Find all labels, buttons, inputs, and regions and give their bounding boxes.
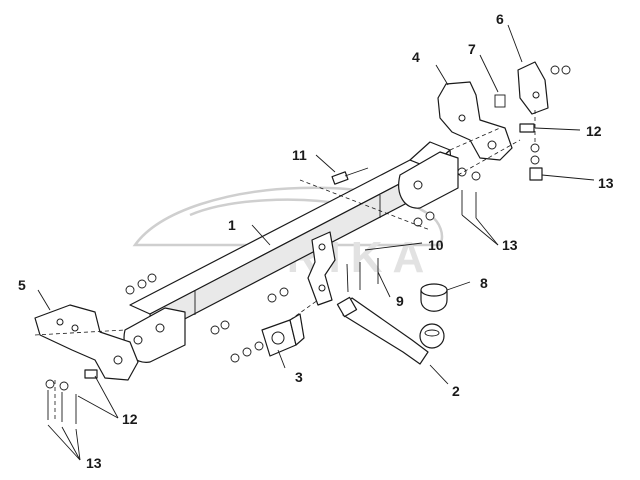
callout-1: 1: [228, 217, 236, 233]
callout-11: 11: [292, 147, 307, 163]
bolt-12-left: [84, 369, 98, 379]
callout-9: 9: [396, 293, 404, 309]
socket-plate: [307, 231, 336, 306]
callout-6: 6: [496, 11, 504, 27]
bolt-13-right: [529, 167, 543, 181]
left-bracket-plate: [123, 307, 186, 363]
tow-ball-cap: [420, 283, 448, 312]
leader-lines: [37, 24, 595, 461]
right-beam-bracket: [398, 151, 459, 209]
left-beam-bracket: [123, 307, 186, 363]
callout-8: 8: [480, 275, 488, 291]
right-upper-bracket: [517, 61, 549, 115]
callout-12-left: 12: [122, 411, 138, 427]
watermark-car-outline: [132, 186, 444, 247]
callout-3: 3: [295, 369, 303, 385]
ball-neck-arm: [342, 297, 429, 365]
callout-2: 2: [452, 383, 460, 399]
spacer: [494, 94, 506, 108]
bolt-11: [331, 171, 349, 185]
callout-4: 4: [412, 49, 420, 65]
callout-7: 7: [468, 41, 476, 57]
electric-socket-bracket: [261, 313, 305, 357]
nuts-washers: [45, 65, 571, 391]
callout-5: 5: [18, 277, 26, 293]
bolt-12-right: [519, 123, 535, 133]
ball-mount-socket-plate: [307, 231, 336, 306]
assembly-lines: [34, 110, 536, 420]
bolts: [47, 123, 543, 424]
tow-ball-neck: [336, 296, 445, 365]
right-side-bracket: [437, 81, 513, 161]
callout-13-right-top: 13: [598, 175, 614, 191]
callout-12-right: 12: [586, 123, 602, 139]
callout-labels: 1 2 3 4 5 6 7 8 9 10 11 12 12 13 13 13: [18, 11, 614, 471]
callout-13-right-bottom: 13: [502, 237, 518, 253]
callout-13-left: 13: [86, 455, 102, 471]
left-side-bracket: [34, 304, 139, 381]
callout-10: 10: [428, 237, 444, 253]
right-bracket-plate: [398, 151, 459, 209]
